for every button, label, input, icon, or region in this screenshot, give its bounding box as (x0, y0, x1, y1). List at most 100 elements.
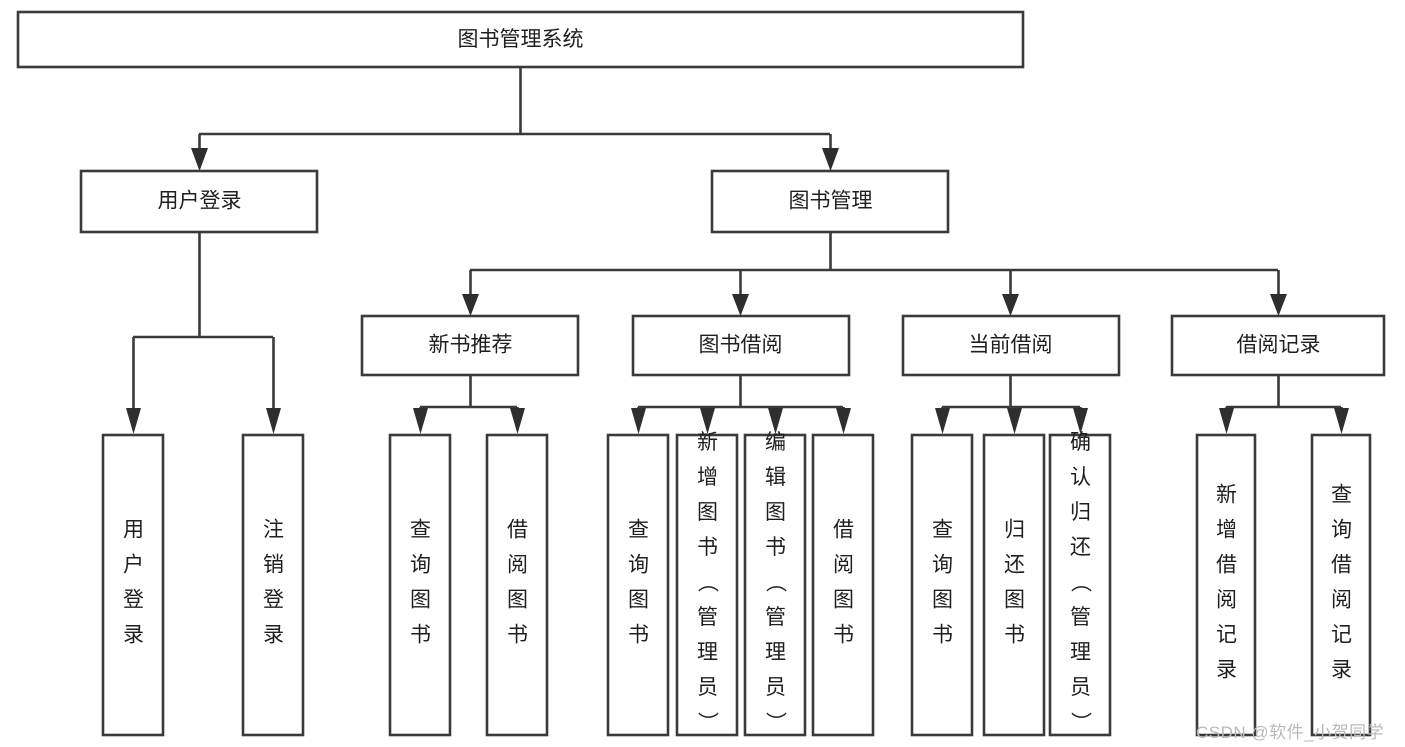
svg-text:询: 询 (628, 554, 649, 577)
node-root-box[interactable] (16, 10, 1025, 69)
node-book-manage[interactable]: 图书管理 (710, 169, 950, 234)
node-root-label: 图书管理系统 (458, 28, 584, 51)
svg-text:录: 录 (123, 624, 144, 647)
svg-text:员: 员 (765, 676, 786, 699)
node-user-login[interactable]: 用户登录 (79, 169, 319, 234)
svg-text:登: 登 (263, 589, 284, 612)
node-layer: 图书管理系统 用户登录 图书管理 新书推荐 图书借阅 当前 (16, 10, 1386, 737)
svg-text:查: 查 (410, 519, 431, 542)
node-current-borrow-box[interactable] (901, 314, 1121, 377)
arrowhead-leaf-user-login (126, 408, 141, 434)
node-root[interactable]: 图书管理系统 (16, 10, 1025, 69)
arrowhead-leaf-borrow-book (836, 408, 851, 434)
svg-text:还: 还 (1004, 554, 1025, 577)
svg-text:注: 注 (263, 519, 284, 542)
node-leaf-user-login[interactable]: 用户登录 (101, 433, 165, 737)
svg-text:图: 图 (1004, 589, 1025, 612)
node-book-borrow-box[interactable] (631, 314, 851, 377)
arrowhead-leaf-query-book-recommend (413, 408, 428, 434)
svg-text:阅: 阅 (1216, 589, 1237, 612)
node-leaf-user-login-box[interactable] (101, 433, 165, 737)
svg-text:借: 借 (507, 519, 528, 542)
svg-text:管: 管 (697, 606, 718, 629)
arrowhead-current-borrow (1002, 294, 1019, 316)
svg-text:记: 记 (1216, 624, 1237, 647)
svg-text:编: 编 (765, 431, 786, 454)
node-leaf-return-book-box[interactable] (982, 433, 1046, 737)
csdn-watermark: CSDN @软件_小贺同学 (1196, 723, 1385, 742)
node-leaf-confirm-return-box[interactable] (1048, 433, 1112, 737)
svg-text:书: 书 (765, 536, 786, 559)
svg-text:记: 记 (1331, 624, 1352, 647)
node-leaf-query-book-current-box[interactable] (910, 433, 974, 737)
node-leaf-query-book-borrow-box[interactable] (606, 433, 670, 737)
svg-text:图: 图 (628, 589, 649, 612)
svg-text:阅: 阅 (507, 554, 528, 577)
svg-text:图: 图 (410, 589, 431, 612)
svg-text:借: 借 (1216, 554, 1237, 577)
svg-text:阅: 阅 (833, 554, 854, 577)
node-leaf-borrow-book-box[interactable] (811, 433, 875, 737)
svg-text:询: 询 (1331, 519, 1352, 542)
node-leaf-add-borrow-record-box[interactable] (1195, 433, 1257, 737)
svg-text:销: 销 (263, 554, 284, 577)
arrowhead-leaf-add-borrow-record (1219, 408, 1234, 434)
node-book-borrow-label: 图书借阅 (699, 334, 783, 357)
svg-text:辑: 辑 (765, 466, 786, 489)
svg-text:认: 认 (1070, 466, 1091, 489)
node-user-login-box[interactable] (79, 169, 319, 234)
node-borrow-record[interactable]: 借阅记录 (1170, 314, 1386, 377)
svg-text:书: 书 (507, 624, 528, 647)
svg-text:新: 新 (697, 431, 718, 454)
node-current-borrow-label: 当前借阅 (969, 334, 1053, 357)
svg-text:确: 确 (1070, 431, 1091, 454)
node-leaf-logout-box[interactable] (241, 433, 305, 737)
node-current-borrow[interactable]: 当前借阅 (901, 314, 1121, 377)
svg-text:询: 询 (410, 554, 431, 577)
arrowhead-leaf-confirm-return (1073, 408, 1088, 434)
node-new-book-recommend-box[interactable] (360, 314, 580, 377)
node-borrow-record-box[interactable] (1170, 314, 1386, 377)
svg-text:书: 书 (932, 624, 953, 647)
svg-text:询: 询 (932, 554, 953, 577)
node-leaf-query-book-recommend-box[interactable] (388, 433, 452, 737)
node-book-borrow[interactable]: 图书借阅 (631, 314, 851, 377)
svg-text:图: 图 (932, 589, 953, 612)
svg-text:书: 书 (1004, 624, 1025, 647)
arrowhead-leaf-query-book-current (935, 408, 950, 434)
node-book-manage-box[interactable] (710, 169, 950, 234)
node-book-manage-label: 图书管理 (789, 190, 873, 213)
node-new-book-recommend[interactable]: 新书推荐 (360, 314, 580, 377)
svg-text:录: 录 (1331, 659, 1352, 682)
svg-text:借: 借 (1331, 554, 1352, 577)
node-leaf-user-login-label: 用户登录 (123, 519, 144, 647)
svg-text:增: 增 (1216, 519, 1237, 542)
svg-text:新: 新 (1216, 484, 1237, 507)
node-leaf-add-book-box[interactable] (675, 433, 739, 737)
svg-text:管: 管 (1070, 606, 1091, 629)
svg-text:录: 录 (1216, 659, 1237, 682)
arrowhead-book-borrow (732, 294, 749, 316)
node-leaf-borrow-book-recommend-box[interactable] (485, 433, 549, 737)
node-leaf-query-borrow-record-box[interactable] (1310, 433, 1372, 737)
node-leaf-edit-book-box[interactable] (743, 433, 807, 737)
